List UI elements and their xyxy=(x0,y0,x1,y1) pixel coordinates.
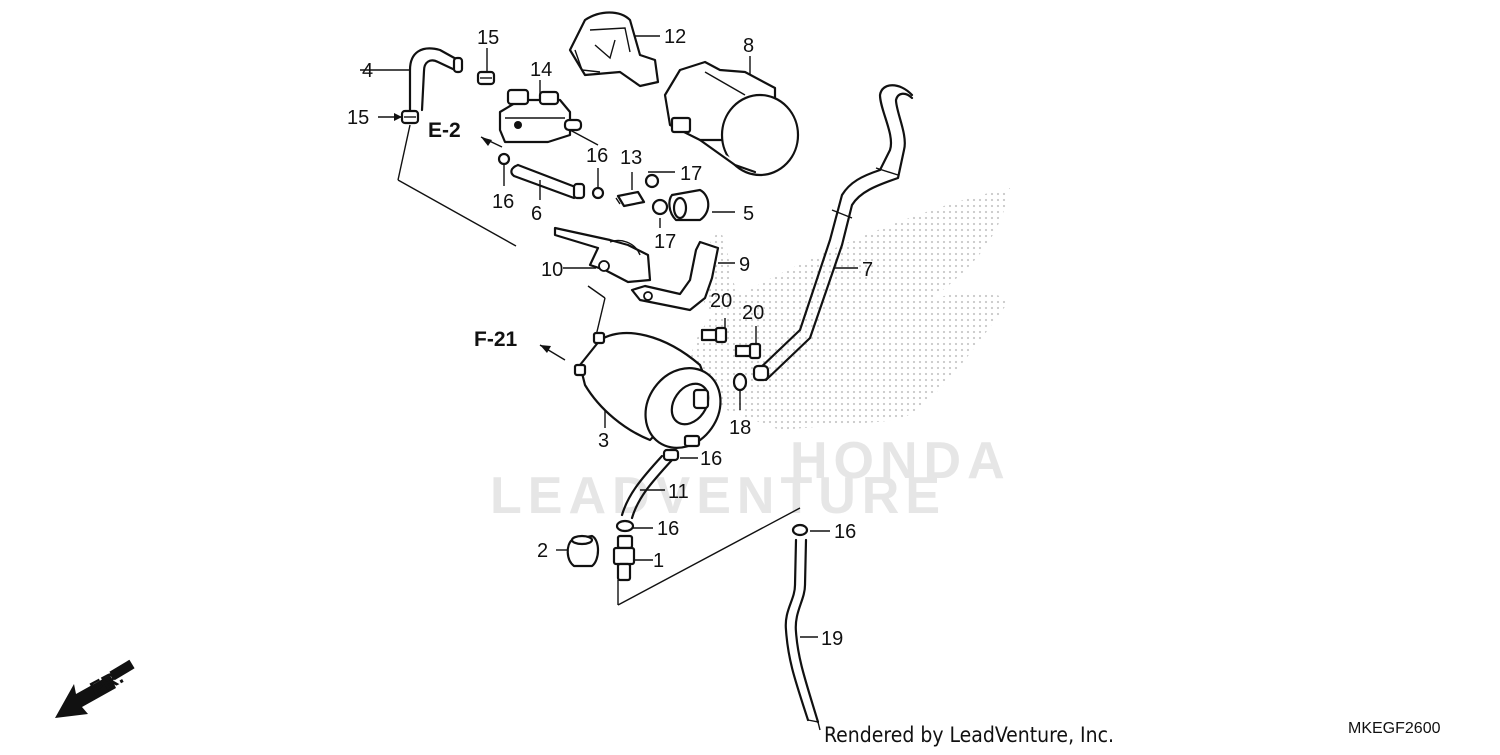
callout-13[interactable]: 13 xyxy=(620,147,642,169)
part-20-bolt-a xyxy=(700,326,728,344)
part-19-hose xyxy=(784,538,820,724)
callout-16-d[interactable]: 16 xyxy=(657,518,679,540)
reference-e2[interactable]: E-2 xyxy=(428,119,461,142)
callout-14[interactable]: 14 xyxy=(530,59,552,81)
part-16-clamp-a xyxy=(497,152,511,166)
part-12-connector-cover xyxy=(568,11,660,88)
part-15-clip-lower xyxy=(400,109,420,125)
callout-16-c[interactable]: 16 xyxy=(700,448,722,470)
callout-19[interactable]: 19 xyxy=(821,628,843,650)
part-19-end xyxy=(807,719,821,731)
leader-lines xyxy=(360,35,858,638)
part-8-cover xyxy=(663,60,800,177)
callout-15-lower[interactable]: 15 xyxy=(347,107,369,129)
watermark-wing-logo xyxy=(690,188,1010,430)
credit-text: Rendered by LeadVenture, Inc. xyxy=(824,723,1114,747)
part-7-end xyxy=(752,364,770,382)
part-16-clamp-e xyxy=(791,523,809,537)
callout-10[interactable]: 10 xyxy=(541,259,563,281)
callout-16-e[interactable]: 16 xyxy=(834,521,856,543)
part-7-long-hose xyxy=(754,84,914,382)
callout-17-upper[interactable]: 17 xyxy=(680,163,702,185)
front-direction-arrow-icon xyxy=(55,659,135,718)
callout-6[interactable]: 6 xyxy=(531,203,542,225)
callout-5[interactable]: 5 xyxy=(743,203,754,225)
part-2-cap xyxy=(566,534,600,568)
callout-12[interactable]: 12 xyxy=(664,26,686,48)
callout-11[interactable]: 11 xyxy=(668,481,689,503)
callout-3[interactable]: 3 xyxy=(598,430,609,452)
part-16-clamp-d xyxy=(615,519,635,533)
part-7-joint-marks xyxy=(831,167,899,219)
reference-arrows xyxy=(394,113,551,353)
callout-20-b[interactable]: 20 xyxy=(742,302,764,324)
callout-9[interactable]: 9 xyxy=(739,254,750,276)
part-17-ring-lower xyxy=(651,198,669,216)
part-15-clip-upper xyxy=(476,70,496,86)
callout-2[interactable]: 2 xyxy=(537,540,548,562)
part-11-hose xyxy=(620,454,674,520)
part-14-solenoid-valve xyxy=(498,88,583,144)
part-3-canister xyxy=(573,331,722,449)
watermark-company: LEADVENTURE xyxy=(490,467,946,525)
reference-f21[interactable]: F-21 xyxy=(474,328,518,351)
part-10-bracket xyxy=(553,226,652,284)
part-20-bolt-b xyxy=(734,342,762,360)
callout-7[interactable]: 7 xyxy=(862,259,873,281)
callout-1[interactable]: 1 xyxy=(653,550,664,572)
part-6-hose xyxy=(510,163,580,200)
callout-18[interactable]: 18 xyxy=(729,417,751,439)
callout-8[interactable]: 8 xyxy=(743,35,754,57)
part-18-clamp xyxy=(732,372,748,392)
callout-20-a[interactable]: 20 xyxy=(710,290,732,312)
part-9-bracket xyxy=(630,240,720,312)
diagram-code: MKEGF2600 xyxy=(1348,720,1441,737)
callout-16-b[interactable]: 16 xyxy=(586,145,608,167)
part-16-clamp-b xyxy=(591,186,605,200)
part-16-clamp-c xyxy=(662,448,680,462)
callout-16-a[interactable]: 16 xyxy=(492,191,514,213)
watermark-brand: HONDA xyxy=(790,432,1011,490)
part-13-joint xyxy=(615,190,646,208)
callout-17-lower[interactable]: 17 xyxy=(654,231,676,253)
part-1-fitting xyxy=(612,534,636,582)
part-5-cap xyxy=(668,188,710,222)
part-4-hose-elbow xyxy=(408,47,460,112)
callout-15-upper[interactable]: 15 xyxy=(477,27,499,49)
callout-4[interactable]: 4 xyxy=(362,60,373,82)
part-17-ring-upper xyxy=(644,173,660,189)
part-6-end xyxy=(572,182,586,200)
part-4-end-fitting xyxy=(452,56,464,74)
